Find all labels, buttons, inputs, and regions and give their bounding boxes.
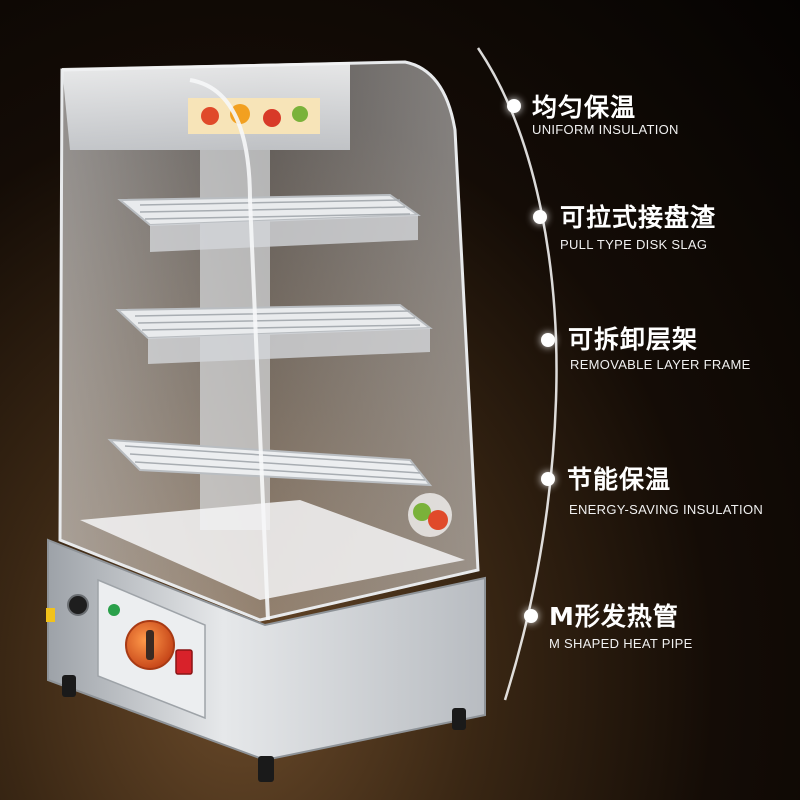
feature-title-en: ENERGY-SAVING INSULATION bbox=[569, 502, 764, 517]
rack-bottom bbox=[107, 438, 433, 487]
food-image-1 bbox=[201, 107, 219, 125]
feature-title-zh: 节能保温 bbox=[567, 465, 672, 494]
foot-right bbox=[452, 708, 466, 730]
crumb-tray bbox=[80, 500, 465, 600]
feature-bullet-icon bbox=[541, 333, 555, 347]
cabinet-base bbox=[47, 538, 486, 762]
power-indicator-light bbox=[108, 604, 120, 616]
food-image-4 bbox=[292, 106, 308, 122]
feature-title-zh: 可拉式接盘渣 bbox=[560, 203, 717, 232]
cabinet-sticker bbox=[408, 493, 452, 537]
feature-title-zh: M形发热管 bbox=[549, 602, 679, 631]
side-socket bbox=[67, 594, 89, 616]
warning-label bbox=[46, 608, 55, 622]
rack-middle bbox=[115, 303, 433, 364]
feature-title-en: PULL TYPE DISK SLAG bbox=[560, 237, 708, 252]
foot-left bbox=[62, 675, 76, 697]
feature-title-en: M SHAPED HEAT PIPE bbox=[549, 636, 693, 651]
feature-bullet-icon bbox=[524, 609, 538, 623]
power-switch[interactable] bbox=[175, 649, 193, 675]
feature-bullet-icon bbox=[541, 472, 555, 486]
feature-bullet-icon bbox=[507, 99, 521, 113]
knob-pointer bbox=[146, 630, 154, 660]
front-glass-edge bbox=[189, 78, 270, 621]
rack-top bbox=[117, 193, 421, 252]
feature-bullet-icon bbox=[533, 210, 547, 224]
feature-title-en: UNIFORM INSULATION bbox=[532, 122, 679, 137]
foot-center bbox=[258, 756, 274, 782]
feature-title-en: REMOVABLE LAYER FRAME bbox=[570, 357, 751, 372]
food-image-3 bbox=[263, 109, 281, 127]
feature-title-zh: 均匀保温 bbox=[532, 93, 637, 122]
feature-title-zh: 可拆卸层架 bbox=[568, 325, 699, 354]
